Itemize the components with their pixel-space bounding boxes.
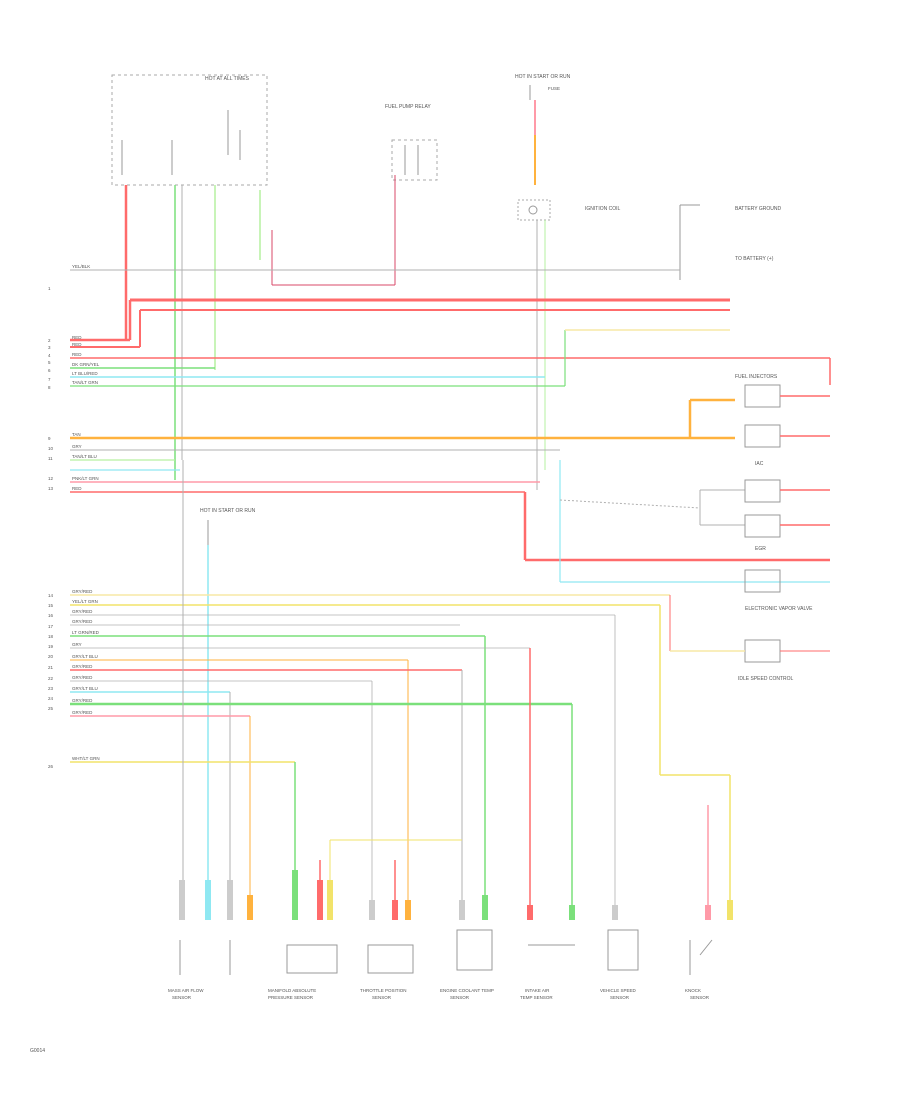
- bottom-sensors: MASS AIR FLOW SENSOR MANIFOLD ABSOLUTE P…: [168, 929, 713, 1000]
- svg-text:20: 20: [48, 654, 54, 659]
- svg-text:LT BLU/RED: LT BLU/RED: [72, 371, 98, 376]
- svg-text:7: 7: [48, 377, 51, 382]
- svg-text:11: 11: [48, 456, 53, 461]
- svg-text:16: 16: [48, 613, 54, 618]
- svg-text:GRY/RED: GRY/RED: [72, 619, 93, 624]
- svg-text:TEMP SENSOR: TEMP SENSOR: [520, 995, 553, 1000]
- svg-text:RED: RED: [72, 335, 82, 340]
- svg-text:MANIFOLD ABSOLUTE: MANIFOLD ABSOLUTE: [268, 988, 316, 993]
- svg-text:RED: RED: [72, 486, 82, 491]
- svg-text:GRY/RED: GRY/RED: [72, 675, 93, 680]
- svg-text:VEHICLE SPEED: VEHICLE SPEED: [600, 988, 637, 993]
- svg-text:SENSOR: SENSOR: [610, 995, 630, 1000]
- svg-text:THROTTLE POSITION: THROTTLE POSITION: [360, 988, 407, 993]
- svg-text:14: 14: [48, 593, 54, 598]
- svg-text:1: 1: [48, 286, 51, 291]
- svg-text:ENGINE COOLANT TEMP: ENGINE COOLANT TEMP: [440, 988, 494, 993]
- svg-text:GRY: GRY: [72, 642, 82, 647]
- svg-text:13: 13: [48, 486, 54, 491]
- svg-text:RED: RED: [72, 352, 82, 357]
- svg-text:IAC: IAC: [755, 461, 764, 467]
- svg-text:17: 17: [48, 624, 54, 629]
- svg-text:YEL/BLK: YEL/BLK: [72, 264, 90, 269]
- svg-text:HOT IN START OR RUN: HOT IN START OR RUN: [200, 508, 256, 514]
- svg-text:22: 22: [48, 676, 54, 681]
- right-components: FUEL INJECTORS IAC EGR ELECTRONIC VAPOR …: [559, 374, 830, 682]
- svg-text:SENSOR: SENSOR: [172, 995, 192, 1000]
- svg-text:PRESSURE SENSOR: PRESSURE SENSOR: [268, 995, 314, 1000]
- svg-text:23: 23: [48, 686, 54, 691]
- svg-text:YEL/LT GRN: YEL/LT GRN: [72, 599, 98, 604]
- svg-text:GRY/LT BLU: GRY/LT BLU: [72, 654, 98, 659]
- svg-text:WHT/LT GRN: WHT/LT GRN: [72, 756, 100, 761]
- hot-in-start-run-fuse: HOT IN START OR RUN FUSE IGNITION COIL: [515, 74, 621, 221]
- ignition-switch-block: HOT AT ALL TIMES: [111, 74, 268, 186]
- svg-text:RED: RED: [72, 342, 82, 347]
- svg-text:GRY: GRY: [72, 444, 82, 449]
- svg-text:2: 2: [48, 338, 51, 343]
- svg-text:DK GRN/YEL: DK GRN/YEL: [72, 362, 100, 367]
- svg-text:SENSOR: SENSOR: [372, 995, 392, 1000]
- svg-text:GRY/LT BLU: GRY/LT BLU: [72, 686, 98, 691]
- ignition-coil-label: IGNITION COIL: [585, 206, 621, 212]
- svg-text:4: 4: [48, 353, 51, 358]
- idle-speed-label: IDLE SPEED CONTROL: [738, 676, 794, 682]
- svg-text:21: 21: [48, 665, 54, 670]
- svg-text:EGR: EGR: [755, 546, 766, 552]
- vapor-valve-label: ELECTRONIC VAPOR VALVE: [745, 606, 813, 612]
- sensor-vss: VEHICLE SPEED SENSOR: [600, 929, 639, 1000]
- svg-text:TAN/LT GRN: TAN/LT GRN: [72, 380, 98, 385]
- svg-text:24: 24: [48, 696, 54, 701]
- svg-text:GRY/RED: GRY/RED: [72, 664, 93, 669]
- svg-text:26: 26: [48, 764, 54, 769]
- fuel-pump-relay: FUEL PUMP RELAY: [385, 104, 438, 181]
- svg-text:FUSE: FUSE: [548, 86, 560, 91]
- svg-text:12: 12: [48, 476, 54, 481]
- svg-text:5: 5: [48, 360, 51, 365]
- svg-text:25: 25: [48, 706, 54, 711]
- sensor-map: MANIFOLD ABSOLUTE PRESSURE SENSOR: [268, 944, 338, 1000]
- svg-text:PNK/LT GRN: PNK/LT GRN: [72, 476, 99, 481]
- svg-text:INTAKE AIR: INTAKE AIR: [525, 988, 550, 993]
- svg-text:10: 10: [48, 446, 54, 451]
- svg-text:15: 15: [48, 603, 54, 608]
- to-battery-label: TO BATTERY (+): [735, 256, 774, 262]
- page-code: G0014: [30, 1048, 45, 1054]
- lower-fuse: HOT IN START OR RUN: [200, 508, 256, 900]
- svg-text:GRY/RED: GRY/RED: [72, 698, 93, 703]
- sensor-tps: THROTTLE POSITION SENSOR: [360, 944, 414, 1000]
- fuel-injectors-label: FUEL INJECTORS: [735, 374, 778, 380]
- svg-text:TAN: TAN: [72, 432, 81, 437]
- svg-text:18: 18: [48, 634, 54, 639]
- svg-text:LT GRN/RED: LT GRN/RED: [72, 630, 100, 635]
- svg-text:8: 8: [48, 385, 51, 390]
- connector-stubs: [179, 870, 733, 920]
- upper-wire-bus: YEL/BLK RED RED RED DK GRN/YEL LT BLU/RE…: [70, 264, 831, 562]
- lower-wire-bus: GRY/RED YEL/LT GRN GRY/RED GRY/RED LT GR…: [70, 460, 745, 920]
- pin-column-lower: 14 15 16 17 18 19 20 21 22 23 24 25 26: [48, 593, 54, 769]
- svg-text:GRY/RED: GRY/RED: [72, 609, 93, 614]
- sensor-ect: ENGINE COOLANT TEMP SENSOR: [440, 929, 494, 1000]
- svg-text:SENSOR: SENSOR: [690, 995, 710, 1000]
- svg-text:6: 6: [48, 368, 51, 373]
- hot-in-start-run-label: HOT IN START OR RUN: [515, 74, 571, 80]
- svg-text:GRY/RED: GRY/RED: [72, 710, 93, 715]
- svg-text:MASS AIR FLOW: MASS AIR FLOW: [168, 988, 204, 993]
- svg-text:SENSOR: SENSOR: [450, 995, 470, 1000]
- sensor-knock: KNOCK SENSOR: [685, 939, 713, 1000]
- fuel-pump-relay-label: FUEL PUMP RELAY: [385, 104, 431, 110]
- svg-text:3: 3: [48, 345, 51, 350]
- svg-text:GRY/RED: GRY/RED: [72, 589, 93, 594]
- sensor-maf: MASS AIR FLOW SENSOR: [168, 940, 231, 1000]
- svg-text:9: 9: [48, 436, 51, 441]
- pin-column-upper: 1 2 3 4 5 6 7 8 9 10 11 12 13: [48, 286, 54, 491]
- svg-text:TAN/LT BLU: TAN/LT BLU: [72, 454, 97, 459]
- battery-ground-label: BATTERY GROUND: [735, 206, 782, 212]
- battery-ground-block: BATTERY GROUND TO BATTERY (+): [679, 204, 782, 280]
- svg-text:KNOCK: KNOCK: [685, 988, 701, 993]
- hot-at-all-times-label: HOT AT ALL TIMES: [205, 76, 250, 82]
- svg-text:19: 19: [48, 644, 54, 649]
- sensor-iat: INTAKE AIR TEMP SENSOR: [520, 944, 575, 1000]
